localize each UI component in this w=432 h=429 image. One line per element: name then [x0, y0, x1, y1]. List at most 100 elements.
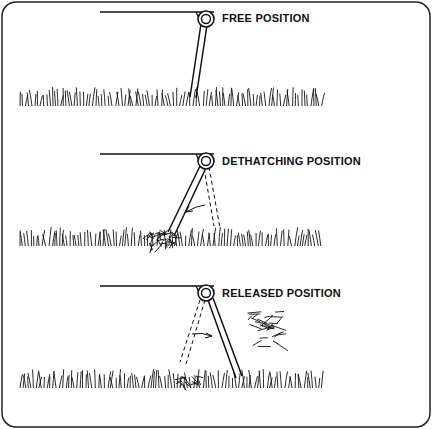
grass-blade [147, 235, 148, 246]
grass-blade [269, 88, 272, 106]
grass-blade [244, 235, 246, 246]
grass-blade [49, 376, 50, 388]
thatch-stroke [150, 234, 155, 236]
grass-blade [273, 95, 275, 106]
grass-blade [135, 375, 137, 388]
grass-blade [276, 90, 278, 107]
grass-blade [89, 373, 91, 388]
grass-blade [177, 374, 179, 388]
tine-ghost [180, 300, 205, 364]
grass-blade [35, 94, 36, 106]
grass-blade [313, 88, 314, 106]
grass-blade [301, 89, 302, 106]
grass-blade [249, 370, 252, 388]
grass-blade [211, 96, 213, 107]
grass-blade [300, 230, 303, 246]
grass-blade [33, 236, 34, 246]
grass-blade [103, 229, 105, 246]
grass-blade [142, 376, 145, 388]
motion-arrow [205, 333, 212, 338]
grass-blade [259, 96, 260, 106]
grass-blade [145, 95, 147, 106]
grass-blade [43, 235, 46, 247]
grass-blade [84, 232, 85, 246]
grass-blade [180, 232, 182, 246]
grass-blade [113, 230, 114, 247]
grass-blade [311, 371, 313, 388]
grass-blade [157, 89, 158, 106]
grass-blade [206, 371, 207, 388]
grass-blade [304, 371, 306, 388]
grass-blade [295, 373, 296, 388]
thatch-stroke [260, 316, 272, 326]
grass-blade [309, 230, 312, 246]
grass-blade [261, 93, 263, 106]
grass-blade [125, 227, 127, 246]
grass-blade [134, 232, 136, 246]
thatch-stroke [192, 376, 197, 381]
grass-blade [68, 375, 70, 388]
grass-blade [104, 374, 105, 388]
thatch-stroke [197, 377, 198, 382]
grass-blade [130, 95, 133, 106]
thatch-stroke [251, 318, 260, 322]
grass-blade [136, 92, 139, 106]
grass-blade [247, 232, 248, 246]
grass-blade [315, 377, 316, 388]
position-label: RELEASED POSITION [222, 287, 341, 299]
grass-blade [287, 91, 289, 106]
grass-blade [36, 236, 38, 246]
position-label: FREE POSITION [222, 12, 310, 24]
grass-blade [319, 378, 320, 388]
grass-blade [27, 92, 28, 106]
grass-blade [283, 95, 286, 106]
grass-blade [27, 231, 29, 246]
thatch-stroke [159, 232, 161, 241]
grass-blade [268, 234, 269, 246]
grass-blade [94, 370, 96, 388]
grass-blade [307, 377, 308, 388]
grass-blade [95, 234, 97, 246]
grass-blade [158, 370, 160, 388]
grass-blade [80, 371, 81, 388]
grass-blade [280, 371, 281, 388]
grass-blade [138, 235, 140, 247]
grass-blade [20, 92, 21, 106]
grass-blade [28, 373, 31, 388]
grass-blade [242, 94, 244, 106]
grass-blade [131, 228, 132, 246]
grass-blade [42, 230, 45, 246]
grass-blade [265, 235, 267, 246]
grass-blade [242, 234, 244, 246]
grass-blade [99, 374, 101, 388]
grass-blade [315, 88, 317, 106]
grass-blade [54, 233, 56, 246]
thatch-stroke [258, 327, 271, 331]
grass-blade [279, 94, 281, 107]
grass-blade [249, 88, 251, 106]
grass-blade [258, 231, 260, 246]
grass-blade [210, 373, 212, 389]
thatch-stroke [184, 384, 185, 390]
grass-blade [183, 92, 185, 107]
grass-blade [234, 236, 236, 246]
grass-blade [29, 90, 32, 106]
grass-blade [189, 92, 190, 106]
grass-blade [20, 374, 22, 388]
grass-blade [132, 373, 134, 388]
grass-blade [124, 373, 125, 388]
grass-blade [242, 370, 245, 388]
grass-blade [125, 95, 126, 106]
grass-blade [304, 91, 306, 107]
grass-blade [285, 371, 288, 388]
grass-blade [262, 232, 263, 246]
grass-blade [144, 376, 145, 388]
grass-blade [276, 372, 278, 388]
position-label: DETHATCHING POSITION [222, 155, 361, 167]
grass-blade [65, 91, 67, 106]
grass-blade [59, 228, 61, 247]
tine-ghost [204, 167, 220, 228]
grass-blade [108, 96, 110, 106]
thatch-stroke [180, 383, 182, 387]
